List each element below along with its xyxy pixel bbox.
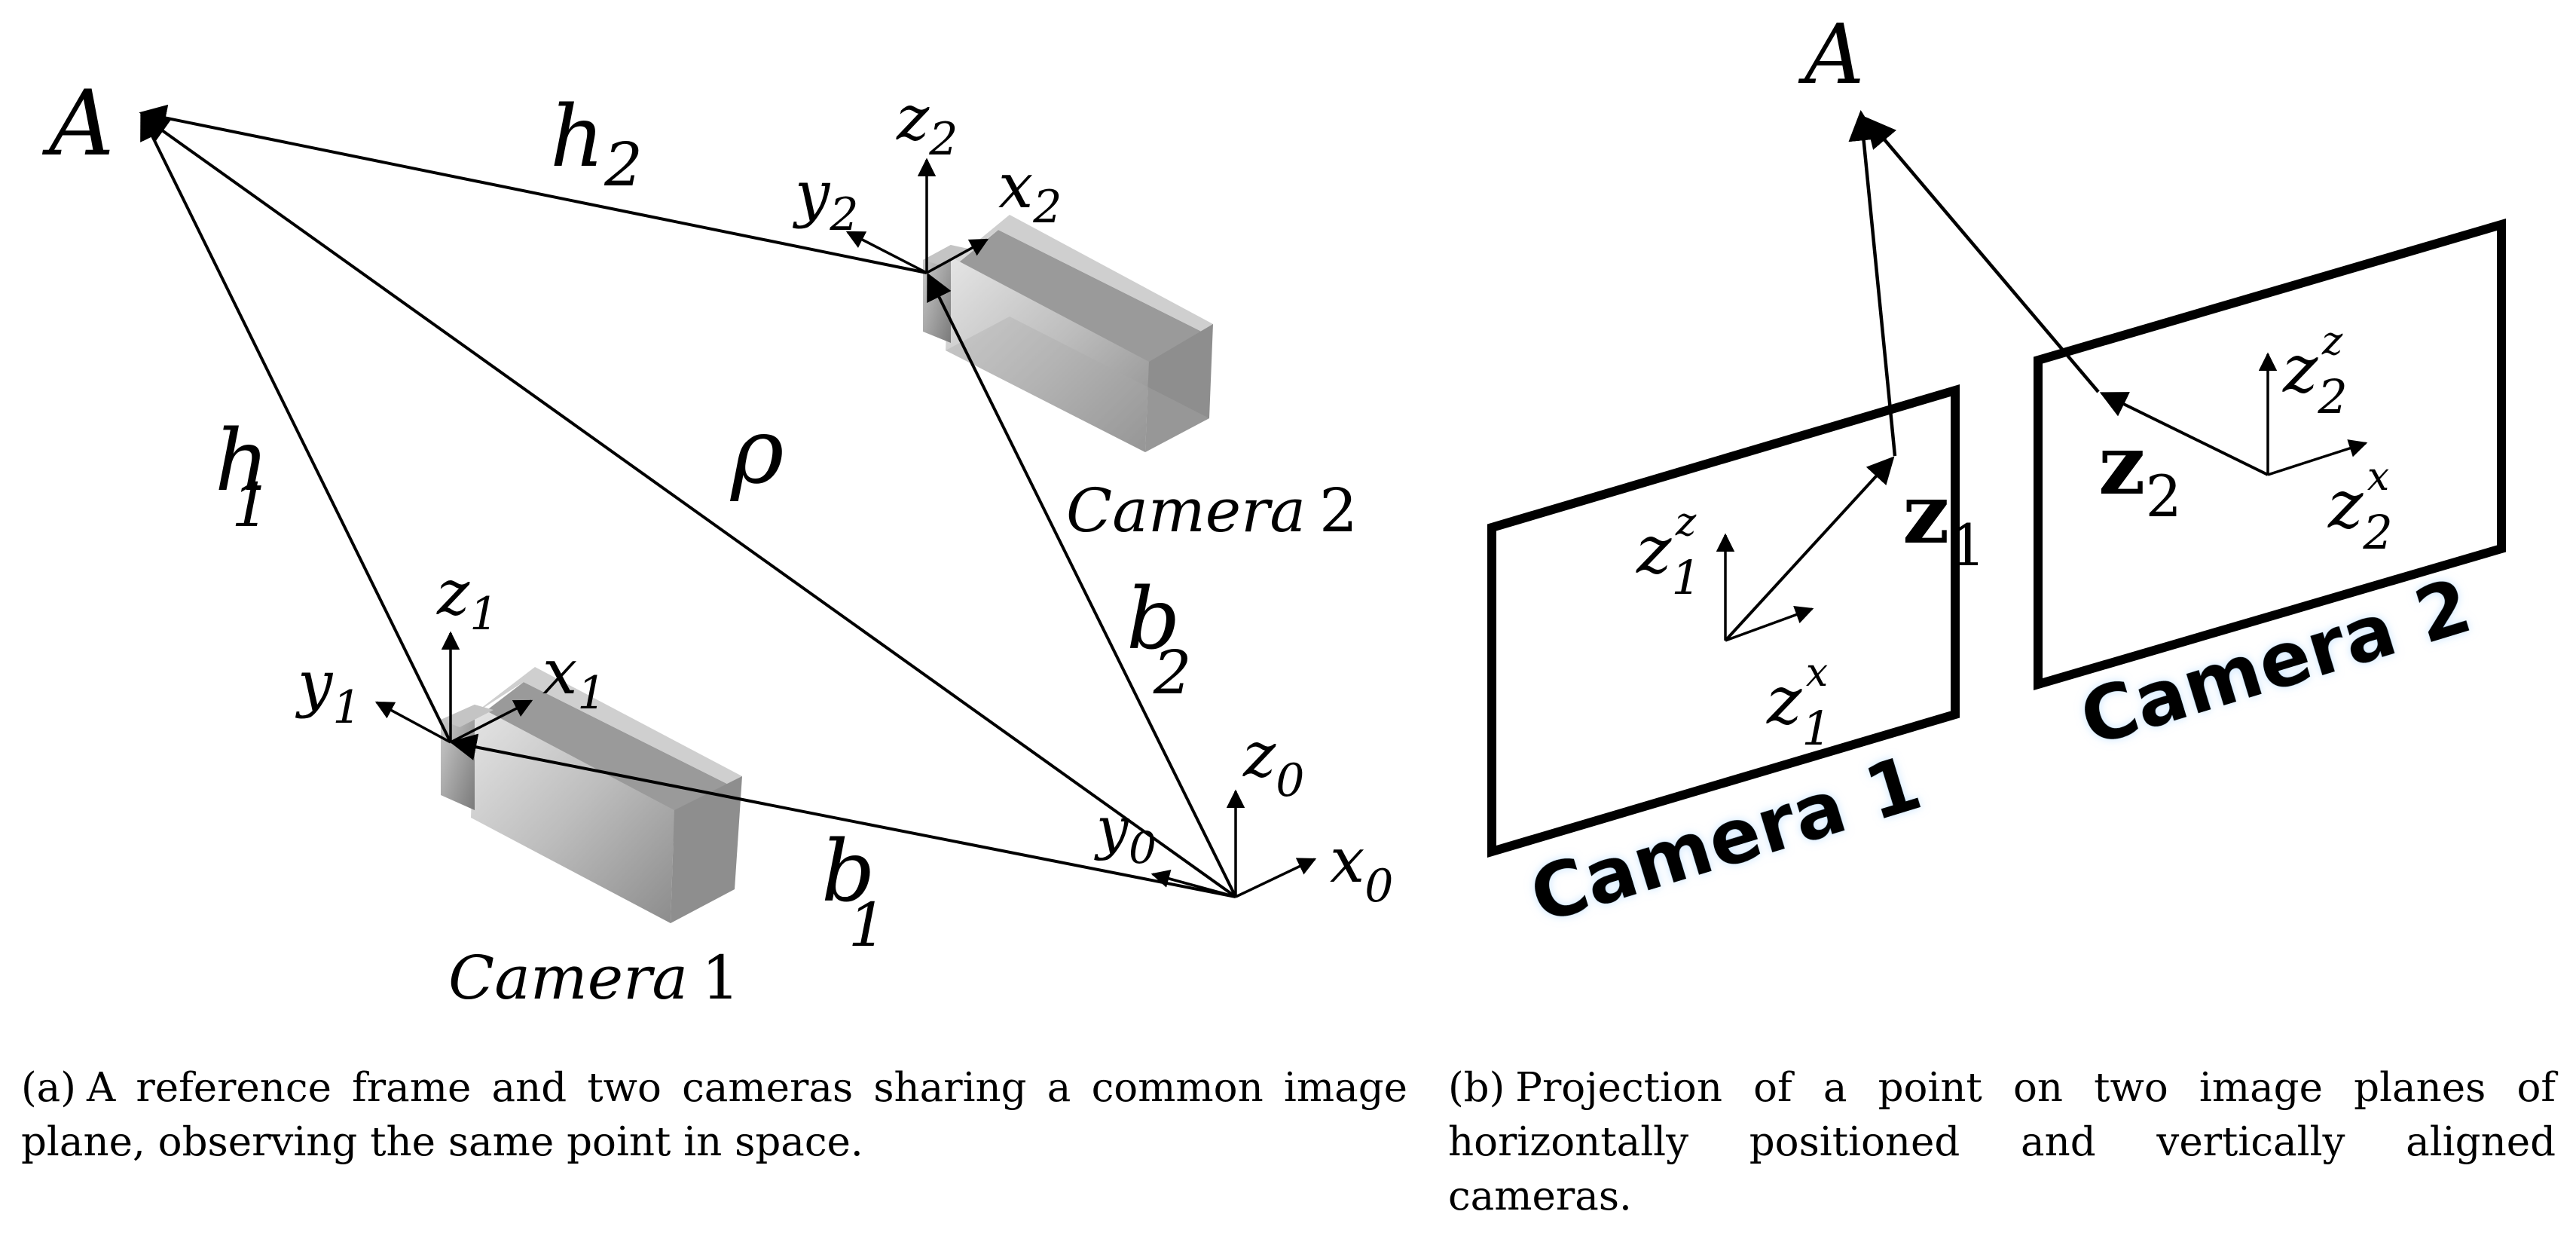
b2-vector (927, 272, 1237, 898)
h2-label: h2 (550, 88, 643, 200)
camera-1-axes (374, 631, 533, 744)
h1-label: h1 (215, 412, 270, 540)
plane1-camera-label: Camera 1 (1520, 739, 1931, 941)
z1-label: z1 (1902, 465, 1986, 579)
z2z-label: z2z (2282, 319, 2348, 424)
projection-vector-2 (1865, 116, 2100, 393)
cam2-z-label: z2 (896, 83, 958, 166)
ref-x-label: x0 (1330, 825, 1393, 913)
image-plane-1 (1487, 384, 1960, 858)
plane2-x-axis (2267, 439, 2368, 476)
cam1-z-label: z1 (436, 558, 498, 641)
b1-vector (449, 733, 1236, 898)
cam2-y-label: y2 (792, 158, 859, 241)
z1x-label: z1x (1766, 650, 1832, 756)
reference-axes (1150, 789, 1317, 898)
plane1-x-axis (1725, 606, 1814, 642)
z2x-label: z2x (2327, 454, 2393, 560)
point-a-label-b: A (1798, 6, 1864, 102)
cam2-x-label: x2 (998, 151, 1062, 234)
ref-z-label: z0 (1242, 720, 1304, 807)
plane2-camera-label: Camera 2 (2070, 561, 2481, 763)
point-a-label: A (41, 72, 115, 176)
h2-vector (139, 104, 927, 274)
projection-vector-1 (1848, 109, 1897, 457)
camera-2-axes (845, 158, 989, 274)
z2-label: z2 (2098, 416, 2182, 530)
cam1-x-label: x1 (542, 637, 606, 720)
camera-2-icon (923, 215, 1213, 452)
z2-vector (2099, 392, 2269, 476)
image-plane-2 (2034, 218, 2506, 691)
cam1-y-label: y1 (295, 648, 362, 734)
rho-label: ρ (729, 399, 784, 504)
panel-b: A z1 z2 z1z z1x z2z z2x Camera 1 Camera … (1487, 6, 2506, 941)
caption-a: (a)A reference frame and two cameras sha… (21, 1065, 1407, 1165)
z1z-label: z1z (1636, 500, 1701, 605)
z1-vector (1724, 456, 1895, 642)
caption-b: (b)Projection of a point on two image pl… (1448, 1065, 2556, 1219)
h1-vector (140, 112, 452, 743)
rho-vector (141, 115, 1237, 898)
ref-y-label: y0 (1094, 794, 1157, 873)
